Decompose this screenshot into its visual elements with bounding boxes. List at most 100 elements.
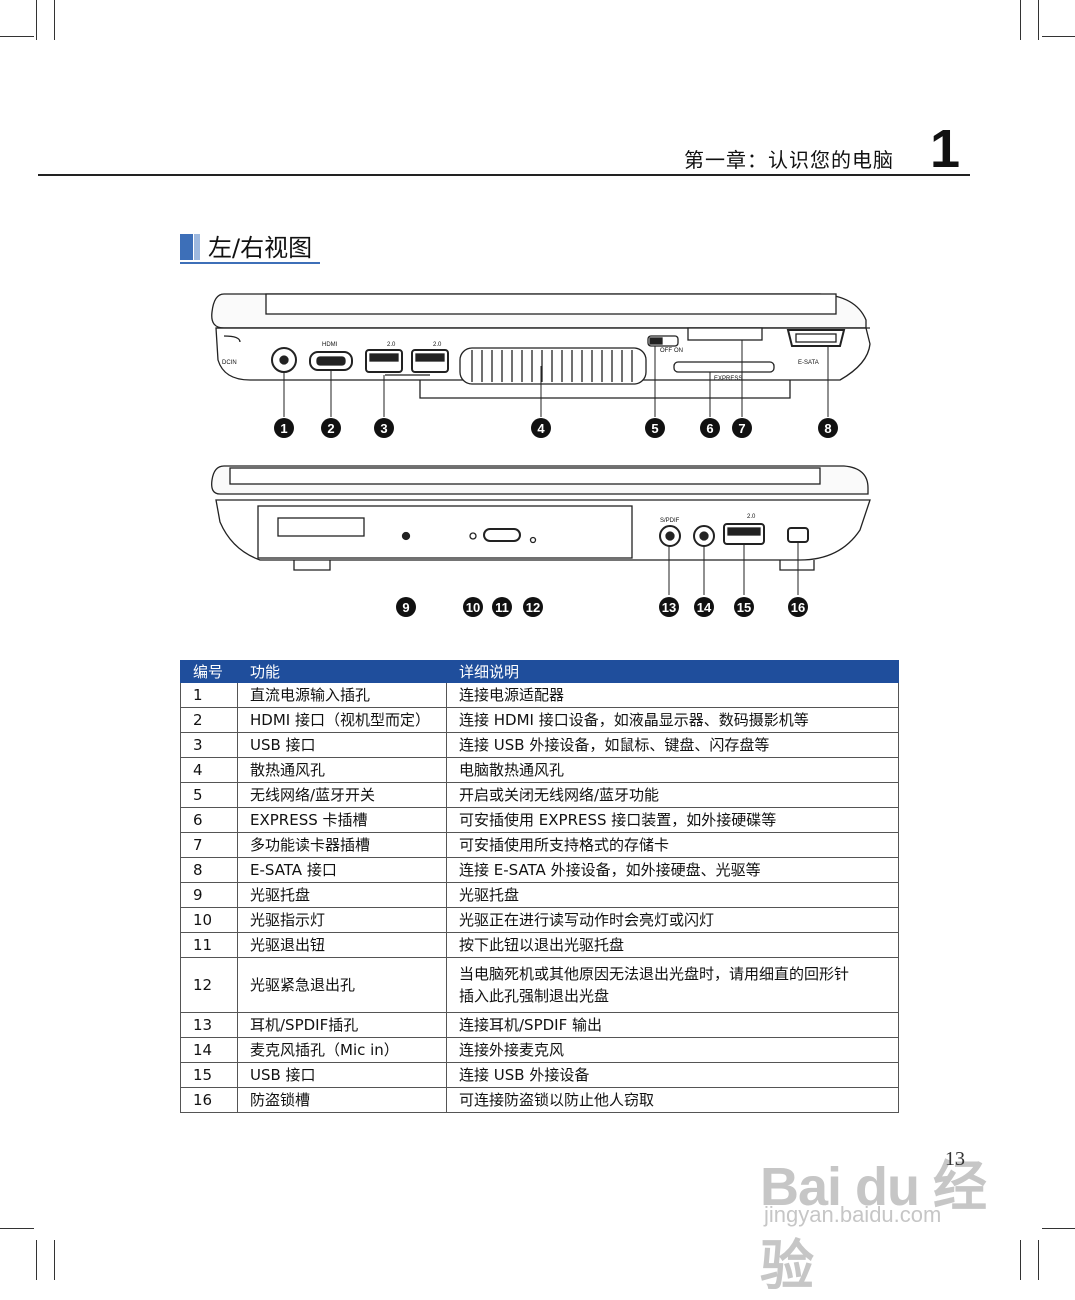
page-number: 13 <box>945 1148 965 1170</box>
header-cell: 功能 <box>237 660 447 683</box>
callouts-top: 1 2 3 4 5 6 7 8 <box>274 418 838 438</box>
svg-text:16: 16 <box>791 600 805 615</box>
header-rule <box>38 174 970 176</box>
header-cell: 详细说明 <box>446 660 899 683</box>
crop-mark <box>0 36 34 37</box>
table-cell: 当电脑死机或其他原因无法退出光盘时，请用细直的回形针插入此孔强制退出光盘 <box>446 957 899 1013</box>
table-cell: 光驱托盘 <box>237 882 447 908</box>
port-labels: DCIN HDMI 2.0 2.0 E-SATA OFF ON EXPRESS … <box>222 342 819 524</box>
svg-text:OFF: OFF <box>660 348 672 354</box>
svg-text:9: 9 <box>402 600 409 615</box>
callout-marker: 2 <box>321 418 341 438</box>
table-cell: 1 <box>180 682 238 708</box>
callout-marker: 8 <box>818 418 838 438</box>
table-header-row: 编号 功能 详细说明 <box>180 660 899 683</box>
svg-text:HDMI: HDMI <box>322 342 338 348</box>
table-cell: 防盗锁槽 <box>237 1087 447 1113</box>
laptop-side-views-diagram: DCIN HDMI 2.0 2.0 E-SATA OFF ON EXPRESS … <box>211 293 871 617</box>
crop-mark <box>54 1240 55 1280</box>
table-cell: 麦克风插孔（Mic in） <box>237 1037 447 1063</box>
svg-text:2.0: 2.0 <box>387 342 396 348</box>
crop-mark <box>1038 0 1039 40</box>
table-cell: 散热通风孔 <box>237 757 447 783</box>
table-cell: 15 <box>180 1062 238 1088</box>
table-cell: 连接 E-SATA 外接设备，如外接硬盘、光驱等 <box>446 857 899 883</box>
table-cell: 无线网络/蓝牙开关 <box>237 782 447 808</box>
callout-marker: 5 <box>645 418 665 438</box>
table-cell: 可安插使用所支持格式的存储卡 <box>446 832 899 858</box>
header-cell: 编号 <box>180 660 238 683</box>
table-cell: 可连接防盗锁以防止他人窃取 <box>446 1087 899 1113</box>
svg-text:13: 13 <box>662 600 676 615</box>
table-cell: 连接外接麦克风 <box>446 1037 899 1063</box>
table-cell: 13 <box>180 1012 238 1038</box>
table-cell: 连接电源适配器 <box>446 682 899 708</box>
svg-text:2.0: 2.0 <box>433 342 442 348</box>
table-cell: 14 <box>180 1037 238 1063</box>
svg-text:5: 5 <box>651 421 658 436</box>
chapter-header: 第一章：认识您的电脑 1 <box>38 119 970 179</box>
table-cell: 耳机/SPDIF插孔 <box>237 1012 447 1038</box>
svg-text:6: 6 <box>706 421 713 436</box>
svg-text:8: 8 <box>824 421 831 436</box>
table-cell: 光驱正在进行读写动作时会亮灯或闪灯 <box>446 907 899 933</box>
table-cell: 9 <box>180 882 238 908</box>
callout-marker: 11 <box>492 597 512 617</box>
callout-marker: 13 <box>659 597 679 617</box>
table-cell: 7 <box>180 832 238 858</box>
svg-text:10: 10 <box>466 600 480 615</box>
callout-marker: 1 <box>274 418 294 438</box>
svg-text:2: 2 <box>327 421 334 436</box>
chapter-title: 第一章：认识您的电脑 <box>684 148 894 172</box>
table-cell: 11 <box>180 932 238 958</box>
table-cell: 连接 USB 外接设备 <box>446 1062 899 1088</box>
callout-marker: 12 <box>523 597 543 617</box>
right-view-illustration <box>211 465 871 571</box>
callout-marker: 7 <box>732 418 752 438</box>
detail-line: 当电脑死机或其他原因无法退出光盘时，请用细直的回形针 <box>459 965 850 983</box>
crop-mark <box>1038 1240 1039 1280</box>
svg-text:11: 11 <box>495 600 509 615</box>
callout-marker: 14 <box>694 597 714 617</box>
svg-text:DCIN: DCIN <box>222 360 237 366</box>
svg-text:EXPRESS: EXPRESS <box>714 376 742 382</box>
table-cell: 16 <box>180 1087 238 1113</box>
section-marker-icon <box>180 234 200 260</box>
callout-marker: 15 <box>734 597 754 617</box>
table-cell: 多功能读卡器插槽 <box>237 832 447 858</box>
table-cell: USB 接口 <box>237 732 447 758</box>
svg-text:E-SATA: E-SATA <box>798 360 819 366</box>
section-underline <box>180 262 320 264</box>
table-cell: 按下此钮以退出光驱托盘 <box>446 932 899 958</box>
watermark-main: Bai du 经验 <box>760 1157 987 1296</box>
table-cell: 10 <box>180 907 238 933</box>
table-cell: 4 <box>180 757 238 783</box>
table-cell: 连接 HDMI 接口设备，如液晶显示器、数码摄影机等 <box>446 707 899 733</box>
crop-mark <box>1020 0 1021 40</box>
callouts-bottom: 9 10 11 12 13 14 15 16 <box>396 597 808 617</box>
table-cell: 直流电源输入插孔 <box>237 682 447 708</box>
svg-text:1: 1 <box>280 421 287 436</box>
table-cell: 8 <box>180 857 238 883</box>
table-cell: USB 接口 <box>237 1062 447 1088</box>
table-cell: 光驱指示灯 <box>237 907 447 933</box>
svg-text:ON: ON <box>674 348 683 354</box>
svg-text:7: 7 <box>738 421 745 436</box>
crop-mark <box>1020 1240 1021 1280</box>
table-cell: 3 <box>180 732 238 758</box>
table-cell: 光驱紧急退出孔 <box>237 957 447 1013</box>
section-title-text: 左/右视图 <box>208 234 313 262</box>
crop-mark <box>54 0 55 40</box>
svg-text:12: 12 <box>526 600 540 615</box>
